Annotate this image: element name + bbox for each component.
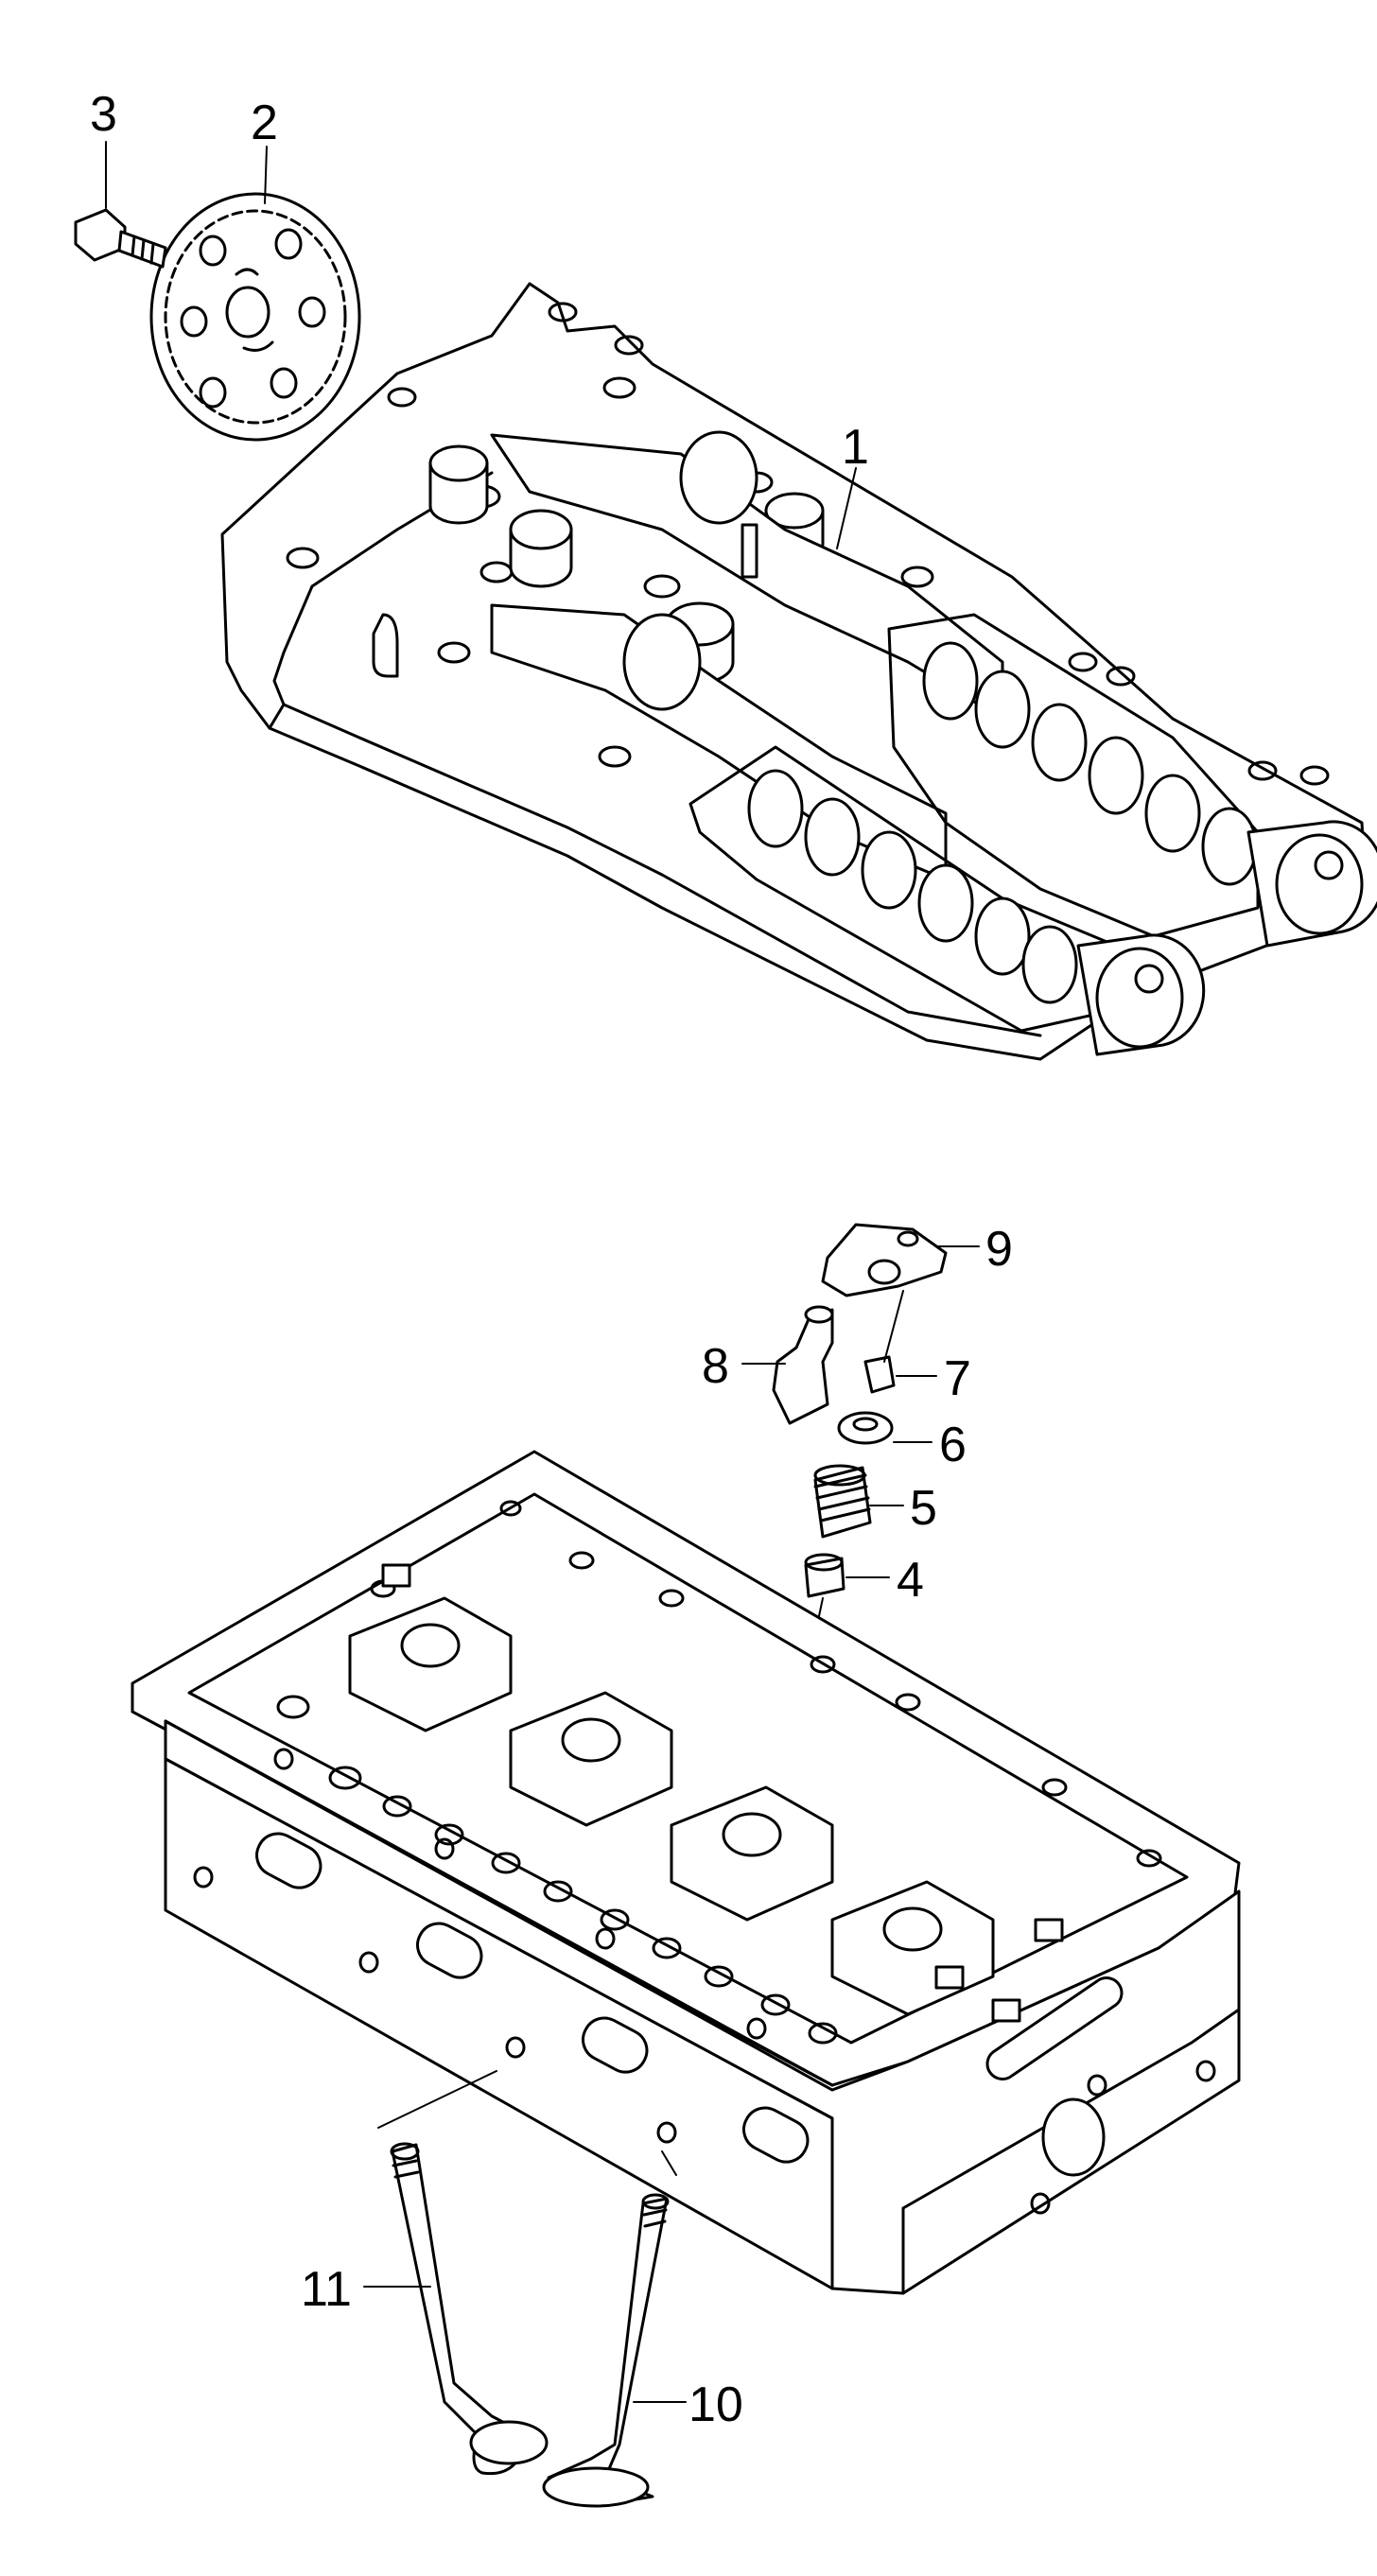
roller-rocker-arm [821, 1223, 948, 1297]
callout-6: 6 [939, 1418, 967, 1472]
camshaft-housing [220, 282, 1377, 1061]
callout-4: 4 [897, 1553, 924, 1608]
callout-2: 2 [251, 96, 278, 150]
spring-retainer [837, 1411, 894, 1445]
valve-stem-seal [804, 1553, 845, 1598]
callout-10: 10 [688, 2377, 743, 2432]
valve-spring [813, 1464, 872, 1539]
cylinder-head [131, 1450, 1241, 2295]
callout-11: 11 [301, 2262, 352, 2317]
hydraulic-lifter [772, 1305, 834, 1425]
sprocket-bolt [74, 208, 167, 269]
callout-5: 5 [910, 1481, 937, 1536]
callout-9: 9 [985, 1222, 1013, 1277]
callout-7: 7 [944, 1351, 971, 1406]
intake-valve [542, 2193, 670, 2508]
callout-1: 1 [842, 420, 869, 475]
valve-keeper [863, 1355, 896, 1394]
valve-leader-line [377, 2070, 677, 2176]
camshaft-sprocket [149, 192, 361, 442]
callout-leaders [105, 141, 980, 2403]
callout-8: 8 [702, 1339, 729, 1394]
exhaust-valve [390, 2142, 549, 2476]
callout-3: 3 [90, 87, 117, 142]
